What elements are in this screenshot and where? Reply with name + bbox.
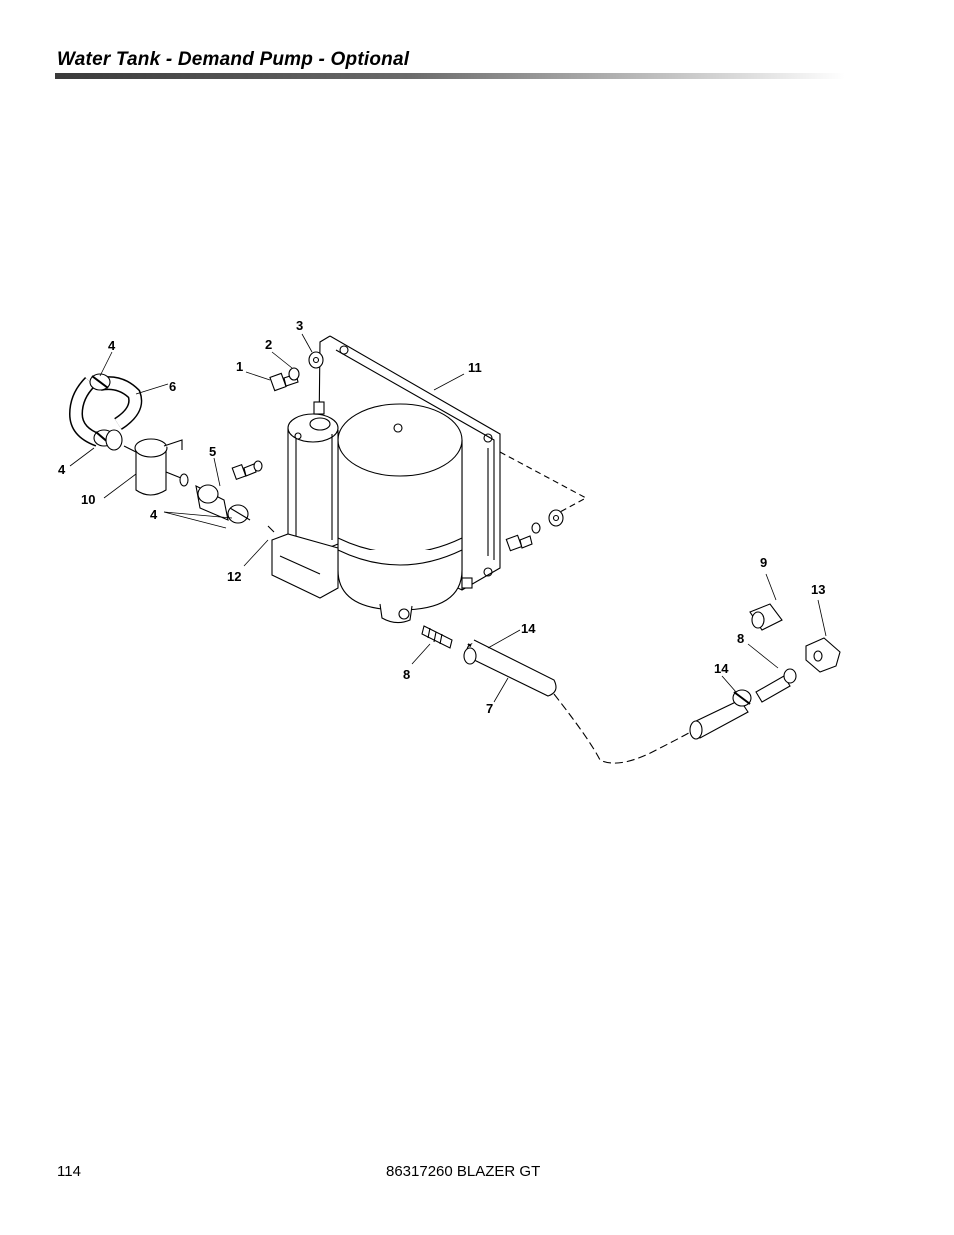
callout-11: 11 bbox=[468, 360, 482, 375]
pump-head bbox=[271, 533, 339, 599]
callout-10: 10 bbox=[81, 492, 95, 507]
leader-lines bbox=[69, 333, 827, 703]
callout-8-left: 8 bbox=[403, 667, 410, 682]
strainer-10 bbox=[105, 429, 189, 496]
hose-clamp-4-top bbox=[89, 373, 111, 391]
pump-motor bbox=[287, 401, 339, 550]
callout-4-left: 4 bbox=[58, 462, 66, 477]
callout-4-top: 4 bbox=[108, 338, 116, 353]
callout-2: 2 bbox=[265, 337, 272, 352]
callout-8-right: 8 bbox=[737, 631, 744, 646]
elbow-13 bbox=[805, 637, 841, 673]
adapter-9 bbox=[749, 603, 783, 631]
hose-7 bbox=[463, 639, 557, 697]
accumulator-tank bbox=[337, 403, 463, 611]
washer-2 bbox=[288, 367, 300, 381]
page-title: Water Tank - Demand Pump - Optional bbox=[57, 49, 410, 70]
callout-4-bottom: 4 bbox=[150, 507, 158, 522]
fitting-5 bbox=[195, 484, 251, 524]
hose-7-right bbox=[689, 699, 749, 740]
callout-6: 6 bbox=[169, 379, 176, 394]
callout-1: 1 bbox=[236, 359, 243, 374]
barb-fitting-8-left bbox=[421, 625, 453, 649]
callout-9: 9 bbox=[760, 555, 767, 570]
callout-7: 7 bbox=[486, 701, 493, 716]
fitting-12 bbox=[267, 525, 275, 533]
callout-14-left: 14 bbox=[521, 621, 536, 636]
hose-7-dashed bbox=[553, 693, 695, 764]
bolt-right bbox=[505, 509, 564, 552]
bolt-lower bbox=[461, 577, 473, 589]
callout-3: 3 bbox=[296, 318, 303, 333]
hose-clamp-14-right bbox=[732, 689, 752, 707]
bolt-left bbox=[231, 460, 263, 481]
callout-5: 5 bbox=[209, 444, 216, 459]
document-title: 86317260 BLAZER GT bbox=[386, 1163, 541, 1180]
washer-3 bbox=[308, 351, 324, 369]
barb-fitting-8-right bbox=[755, 668, 797, 703]
callout-12: 12 bbox=[227, 569, 241, 584]
alignment-line bbox=[499, 451, 588, 513]
callout-13: 13 bbox=[811, 582, 825, 597]
title-rule bbox=[55, 73, 845, 79]
hose-6 bbox=[68, 376, 143, 447]
page-number: 114 bbox=[57, 1163, 81, 1180]
callout-14-right: 14 bbox=[714, 661, 729, 676]
tank-outlet-fitting bbox=[379, 603, 413, 624]
